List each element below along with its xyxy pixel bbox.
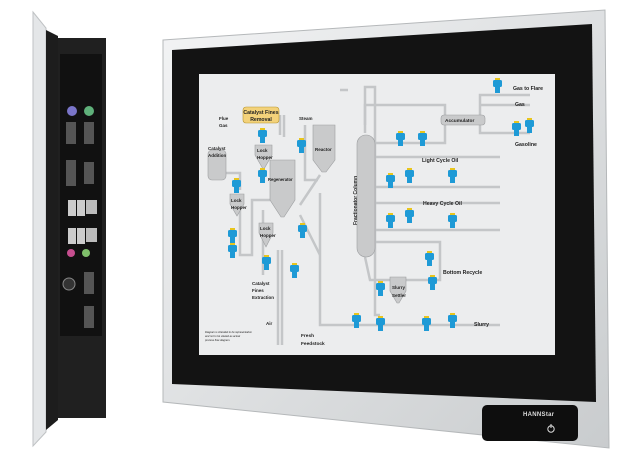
- label-lock-hopper: Hopper: [257, 155, 273, 160]
- valve-icon: [448, 313, 457, 328]
- label-catalyst-addition: Catalyst: [208, 146, 226, 151]
- ps2-keyboard-port: [67, 106, 77, 116]
- power-dc-jack: [62, 277, 76, 291]
- vga-port: [66, 160, 76, 186]
- label-catalyst-addition: Addition: [208, 153, 226, 158]
- label-catalyst-fines-extraction: Extraction: [252, 295, 274, 300]
- lock-hopper-vessel: [258, 222, 274, 248]
- label-catalyst-fines-removal: Catalyst Fines: [243, 110, 278, 116]
- lan-port: [86, 228, 97, 242]
- com-port: [66, 122, 76, 144]
- regenerator-vessel: [269, 159, 296, 218]
- label-fractionator-column: Fractionator Column: [353, 176, 359, 225]
- valve-icon: [262, 255, 271, 270]
- valve-icon: [396, 131, 405, 146]
- label-lock-hopper: Hopper: [260, 233, 276, 238]
- label-slurry-settler: Slurry: [392, 285, 406, 290]
- valve-icon: [386, 213, 395, 228]
- label-steam: Steam: [299, 116, 313, 121]
- label-light-cycle-oil: Light Cycle Oil: [422, 158, 459, 164]
- side-bezel: [32, 10, 47, 448]
- lan-port: [86, 200, 97, 214]
- valve-icon: [448, 168, 457, 183]
- label-lock-hopper: Lock: [257, 148, 268, 153]
- com-port: [84, 162, 94, 184]
- valve-icon: [352, 313, 361, 328]
- label-lock-hopper: Hopper: [231, 205, 247, 210]
- valve-icon: [232, 178, 241, 193]
- label-catalyst-fines-extraction: Catalyst: [252, 281, 270, 286]
- audio-mic-jack: [67, 249, 75, 257]
- label-regenerator: Regenerator: [268, 177, 293, 182]
- valves: [228, 78, 534, 331]
- usb-port: [68, 228, 76, 244]
- valve-icon: [386, 173, 395, 188]
- valve-icon: [405, 208, 414, 223]
- valve-icon: [376, 316, 385, 331]
- com-port: [84, 306, 94, 328]
- label-gas-to-flare: Gas to Flare: [513, 86, 543, 92]
- side-frame: [46, 30, 58, 430]
- valve-icon: [525, 118, 534, 133]
- slurry-settler-vessel: [389, 276, 407, 304]
- vessels: [207, 114, 486, 304]
- valve-icon: [258, 168, 267, 183]
- ps2-mouse-port: [84, 106, 94, 116]
- label-fresh-feedstock: Fresh: [301, 333, 314, 339]
- disclaimer-text: process flow diagram.: [204, 338, 231, 342]
- label-air: Air: [266, 321, 273, 326]
- valve-icon: [290, 263, 299, 278]
- valve-icon: [418, 131, 427, 146]
- accumulator-vessel: [440, 114, 486, 126]
- label-slurry: Slurry: [474, 322, 489, 328]
- label-bottom-recycle: Bottom Recycle: [443, 270, 482, 276]
- catalyst-fines-removal-box: [242, 106, 280, 124]
- audio-out-jack: [82, 249, 90, 257]
- usb-port: [77, 228, 85, 244]
- label-catalyst-fines-extraction: Fines: [252, 288, 264, 293]
- valve-icon: [228, 228, 237, 243]
- power-icon[interactable]: [547, 424, 555, 433]
- label-lock-hopper: Lock: [231, 198, 242, 203]
- valve-icon: [228, 243, 237, 258]
- label-catalyst-fines-removal: Removal: [250, 117, 272, 123]
- label-reactor: Reactor: [315, 147, 332, 152]
- valve-icon: [405, 168, 414, 183]
- label-accumulator: Accumulator: [445, 118, 474, 124]
- brand-logo: HANNStar: [523, 412, 555, 418]
- disclaimer-text: and not to be viewed as actual: [205, 334, 240, 338]
- label-slurry-settler: Settler: [392, 293, 406, 298]
- disclaimer-text: Diagram is intended to be representation: [205, 330, 252, 334]
- diagram-labels: Catalyst Fines Removal Flue Gas Steam Ca…: [204, 86, 543, 347]
- usb-port: [68, 200, 76, 216]
- reactor-vessel: [312, 124, 336, 173]
- valve-icon: [493, 78, 502, 93]
- label-flue-gas: Flue: [219, 116, 229, 121]
- lock-hopper-vessel: [229, 193, 245, 217]
- valve-icon: [297, 138, 306, 153]
- valve-icon: [298, 223, 307, 238]
- valve-icon: [376, 281, 385, 296]
- usb-port: [77, 200, 85, 216]
- label-gasoline: Gasoline: [515, 142, 537, 148]
- valve-icon: [428, 275, 437, 290]
- process-flow-diagram: Catalyst Fines Removal Flue Gas Steam Ca…: [204, 78, 543, 347]
- label-heavy-cycle-oil: Heavy Cycle Oil: [423, 201, 462, 207]
- label-flue-gas: Gas: [219, 123, 228, 128]
- catalyst-addition-vessel: [207, 149, 227, 181]
- control-panel: [482, 405, 578, 441]
- com-port: [84, 122, 94, 144]
- valve-icon: [258, 128, 267, 143]
- label-lock-hopper: Lock: [260, 226, 271, 231]
- valve-icon: [448, 213, 457, 228]
- label-gas: Gas: [515, 102, 525, 108]
- valve-icon: [425, 251, 434, 266]
- valve-icon: [422, 316, 431, 331]
- com-port: [84, 272, 94, 294]
- fractionator-column-vessel: [356, 134, 376, 258]
- valve-icon: [512, 121, 521, 136]
- label-fresh-feedstock: Feedstock: [301, 341, 325, 347]
